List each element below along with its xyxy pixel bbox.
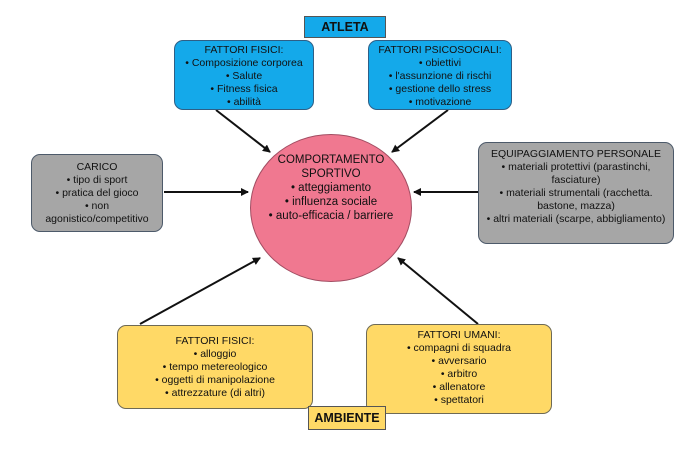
list-item: motivazione bbox=[375, 96, 505, 109]
list-item: influenza sociale bbox=[251, 195, 411, 209]
list-item: obiettivi bbox=[375, 57, 505, 70]
list-item: alloggio bbox=[124, 348, 306, 361]
list-item: altri materiali (scarpe, abbigliamento) bbox=[485, 213, 667, 226]
fattori-psicosociali-title: FATTORI PSICOSOCIALI: bbox=[378, 44, 502, 56]
list-item: oggetti di manipolazione bbox=[124, 374, 306, 387]
list-item: Composizione corporea bbox=[181, 57, 307, 70]
equipaggiamento-title: EQUIPAGGIAMENTO PERSONALE bbox=[491, 148, 661, 160]
fattori-psicosociali-box: FATTORI PSICOSOCIALI: obiettivi l'assunz… bbox=[368, 40, 512, 110]
arrow-fisici-atleta bbox=[215, 109, 271, 153]
list-item: Salute bbox=[181, 70, 307, 83]
list-item: tempo metereologico bbox=[124, 361, 306, 374]
list-item: non agonistico/competitivo bbox=[38, 200, 156, 226]
list-item: arbitro bbox=[373, 368, 545, 381]
atleta-label: ATLETA bbox=[304, 16, 386, 38]
list-item: tipo di sport bbox=[38, 174, 156, 187]
fattori-fisici-ambiente-title: FATTORI FISICI: bbox=[175, 335, 255, 347]
ambiente-label: AMBIENTE bbox=[308, 406, 386, 430]
equipaggiamento-box: EQUIPAGGIAMENTO PERSONALE materiali prot… bbox=[478, 142, 674, 244]
list-item: l'assunzione di rischi bbox=[375, 70, 505, 83]
list-item: gestione dello stress bbox=[375, 83, 505, 96]
list-item: atteggiamento bbox=[251, 181, 411, 195]
carico-box: CARICO tipo di sport pratica del gioco n… bbox=[31, 154, 163, 232]
list-item: pratica del gioco bbox=[38, 187, 156, 200]
list-item: auto-efficacia / barriere bbox=[251, 209, 411, 223]
fattori-fisici-atleta-title: FATTORI FISICI: bbox=[204, 44, 284, 56]
comportamento-sportivo-title: COMPORTAMENTO SPORTIVO bbox=[277, 154, 385, 180]
list-item: materiali strumentali (racchetta. baston… bbox=[485, 187, 667, 213]
list-item: spettatori bbox=[373, 394, 545, 407]
arrow-psicosociali bbox=[391, 109, 449, 153]
list-item: Fitness fisica bbox=[181, 83, 307, 96]
fattori-umani-title: FATTORI UMANI: bbox=[417, 329, 501, 341]
list-item: abilità bbox=[181, 96, 307, 109]
arrow-umani bbox=[397, 257, 479, 325]
list-item: compagni di squadra bbox=[373, 342, 545, 355]
list-item: materiali protettivi (parastinchi, fasci… bbox=[485, 161, 667, 187]
fattori-fisici-ambiente-box: FATTORI FISICI: alloggio tempo metereolo… bbox=[117, 325, 313, 409]
list-item: attrezzature (di altri) bbox=[124, 387, 306, 400]
fattori-umani-box: FATTORI UMANI: compagni di squadra avver… bbox=[366, 324, 552, 414]
fattori-fisici-atleta-box: FATTORI FISICI: Composizione corporea Sa… bbox=[174, 40, 314, 110]
comportamento-sportivo-ellipse: COMPORTAMENTO SPORTIVO atteggiamento inf… bbox=[250, 134, 412, 282]
list-item: avversario bbox=[373, 355, 545, 368]
list-item: allenatore bbox=[373, 381, 545, 394]
arrow-fisici-ambiente bbox=[139, 257, 261, 325]
carico-title: CARICO bbox=[76, 161, 118, 173]
